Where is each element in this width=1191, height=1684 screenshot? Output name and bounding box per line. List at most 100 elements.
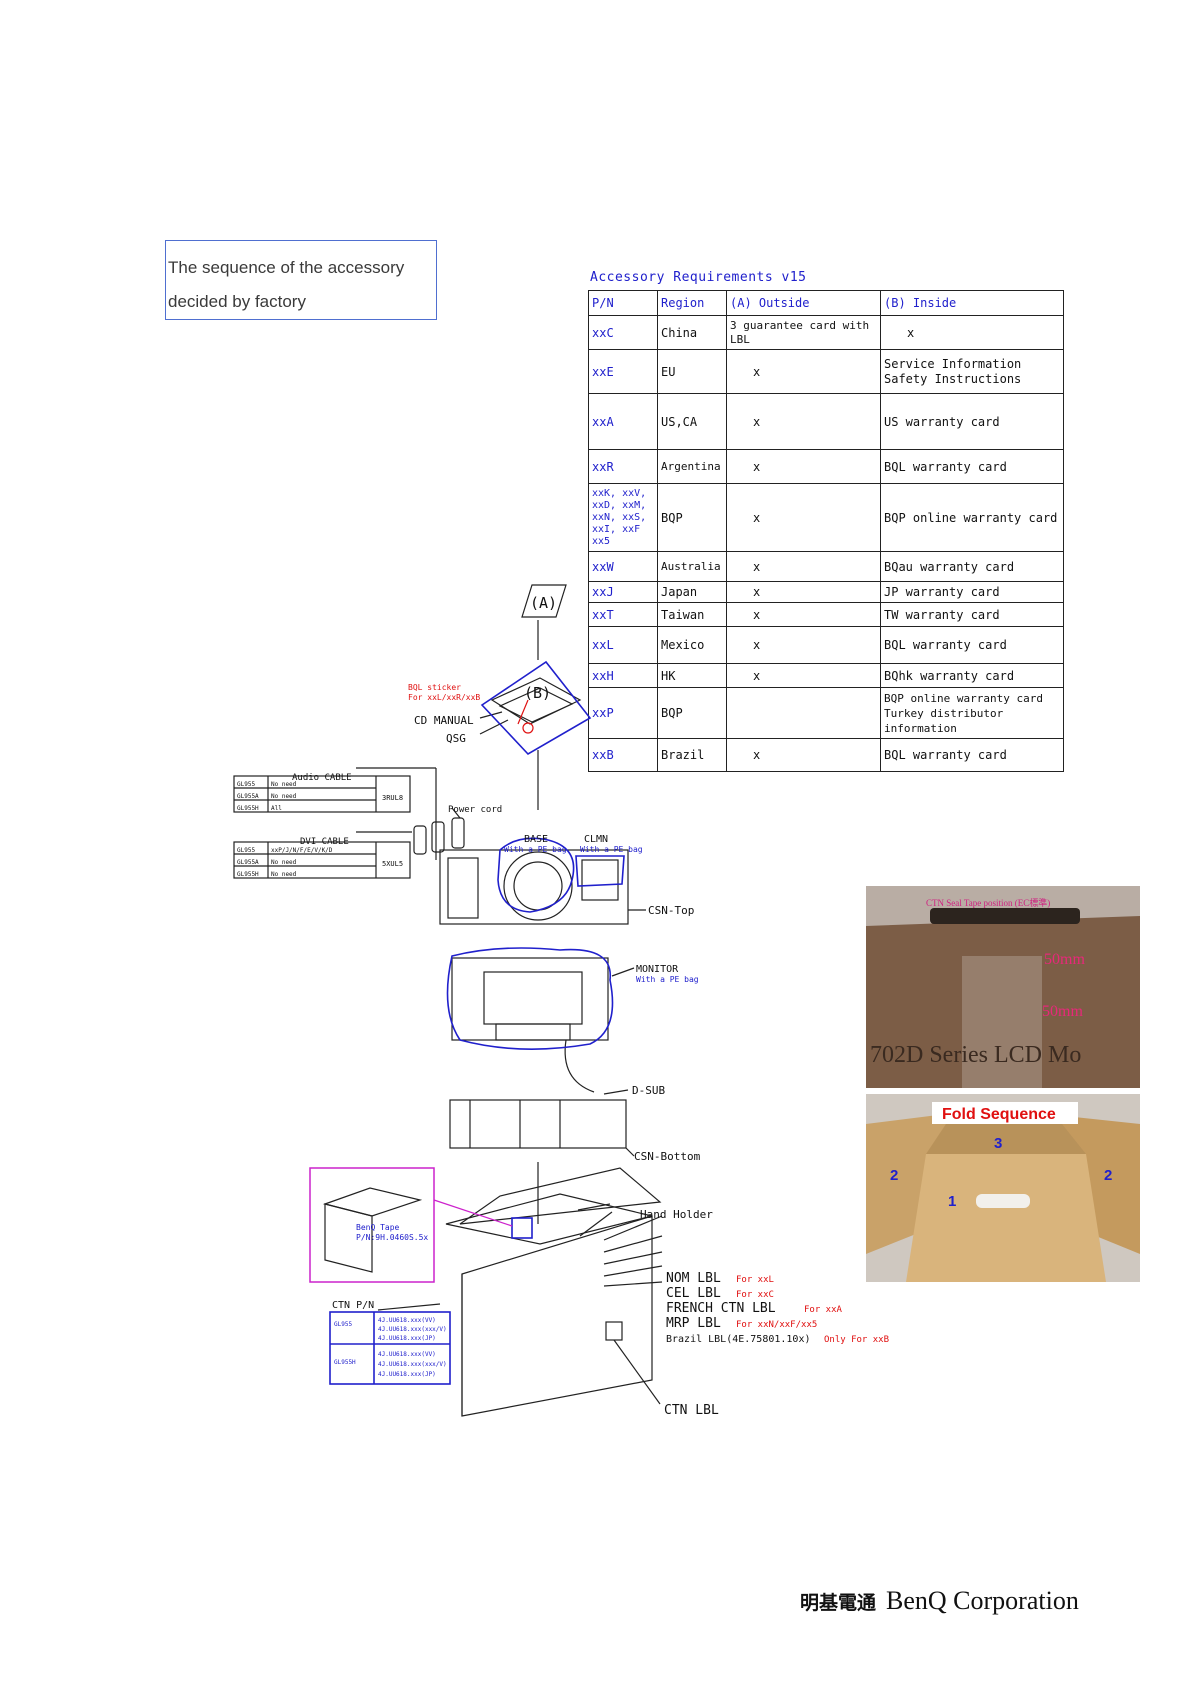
factory-sequence-note: The sequence of the accessory decided by… [165,240,437,320]
pn-cell: xxP [588,687,658,739]
dsub-label: D-SUB [632,1084,665,1097]
audio-model: GL955 [237,781,255,788]
ctn-model: GL955 [334,1321,352,1328]
outside-cell [726,687,881,739]
cable-coil [431,821,445,853]
ctn-pn-label: CTN P/N [332,1300,374,1311]
french-lbl-note: For xxA [804,1305,843,1315]
bql-sticker-mark [522,722,534,734]
pn-cell: xxW [588,551,658,582]
fold-step-3: 3 [994,1135,1002,1152]
ctn-part: 4J.UU618.xxx(JP) [378,1371,436,1378]
footer-company-english: BenQ Corporation [886,1586,1079,1615]
dvi-value: xxP/J/N/F/E/V/K/D [271,847,333,854]
fold-step-2-left: 2 [890,1167,898,1184]
monitor-outline [446,947,614,1050]
ctn-part: 4J.UU618.xxx(JP) [378,1335,436,1342]
header-outside: (A) Outside [726,290,881,316]
power-cord-label: Power cord [448,805,502,815]
nom-lbl: NOM LBL [666,1271,721,1286]
tape-outline [511,1217,533,1239]
dvi-model: GL955A [237,859,259,866]
bql-sticker-for: For xxL/xxR/xxB [408,693,480,702]
dvi-part-no: 5XUL5 [382,860,403,868]
table-row: xxK, xxV, xxD, xxM, xxN, xxS, xxI, xxF x… [588,483,1064,552]
fold-step-1: 1 [948,1193,956,1210]
pn-cell: xxH [588,663,658,688]
pn-cell: xxK, xxV, xxD, xxM, xxN, xxS, xxI, xxF x… [588,483,658,552]
clmn-sub-label: With a PE bag [580,845,643,854]
ctn-part: 4J.UU618.xxx(VV) [378,1351,436,1358]
outside-cell: x [726,663,881,688]
ctn-lbl-label: CTN LBL [664,1403,719,1418]
audio-cable-label: Audio CABLE [292,773,352,783]
header-region: Region [657,290,727,316]
mrp-lbl: MRP LBL [666,1316,721,1331]
seal-tape-caption: CTN Seal Tape position (EC標準) [926,897,1050,908]
audio-table-frame [233,775,411,813]
cel-lbl-note: For xxC [736,1290,774,1300]
dvi-cable-label: DVI CABLE [300,837,349,847]
csn-top-foam [439,849,629,925]
region-cell: BQP [657,687,727,739]
pn-cell: xxE [588,349,658,394]
brazil-lbl: Brazil LBL(4E.75801.10x) [666,1334,811,1345]
pn-cell: xxA [588,393,658,450]
handle-slot [930,908,1080,924]
label-b: (B) [524,684,551,702]
table-title: Accessory Requirements v15 [590,270,807,285]
audio-value: No need [271,793,297,800]
pn-cell: xxB [588,738,658,772]
audio-value: No need [271,781,297,788]
audio-value: All [271,805,282,812]
clmn-label: CLMN [584,834,608,845]
header-pn: P/N [588,290,658,316]
audio-part-no: 3RUL8 [382,794,403,802]
inside-cell: BQP online warranty card [880,483,1064,552]
hand-holder-label: Hand Holder [640,1208,713,1221]
outside-cell: 3 guarantee card with LBL [726,315,881,350]
inside-cell: BQau warranty card [880,551,1064,582]
clmn-shape [581,859,619,901]
note-line-1: The sequence of the accessory [168,258,405,277]
seal-tape [962,956,1042,1088]
cd-manual-label: CD MANUAL [414,714,474,727]
inside-cell: US warranty card [880,393,1064,450]
inside-cell: BQP online warranty card Turkey distribu… [880,687,1064,739]
table-row: xxB Brazil x BQL warranty card [588,738,1064,772]
bql-sticker-label: BQL sticker [408,683,461,692]
region-cell: Brazil [657,738,727,772]
region-cell: BQP [657,483,727,552]
footer-brand: 明基電通 BenQ Corporation [800,1586,1079,1616]
benq-tape-pn: P/N:9H.0460S.5x [356,1233,428,1242]
ctn-part: 4J.UU618.xxx(VV) [378,1317,436,1324]
footer-company-chinese: 明基電通 [800,1592,877,1614]
outside-cell: x [726,449,881,484]
audio-model: GL955H [237,805,259,812]
base-shape [503,851,573,921]
qsg-label: QSG [446,732,466,745]
outside-cell: x [726,349,881,394]
cable-coil [413,825,427,855]
base-sub-label: With a PE bag [504,845,567,854]
inside-cell: TW warranty card [880,602,1064,627]
outside-cell: x [726,738,881,772]
clmn-outline [575,855,625,887]
table-row: xxP BQP BQP online warranty card Turkey … [588,687,1064,739]
note-line-2: decided by factory [168,292,306,311]
outside-cell: x [726,602,881,627]
fold-sequence-photo: Fold Sequence 3 2 2 1 [866,1094,1140,1282]
monitor-sub-label: With a PE bag [636,975,699,984]
monitor-label: MONITOR [636,964,679,975]
table-row: xxL Mexico x BQL warranty card [588,626,1064,664]
region-cell: Japan [657,581,727,603]
base-outline [497,837,575,913]
label-a: (A) [530,594,557,612]
region-cell: Australia [657,551,727,582]
accessory-b-outline [480,660,592,756]
monitor-shape [451,957,609,1041]
cel-lbl: CEL LBL [666,1286,721,1301]
fold-sequence-title: Fold Sequence [942,1106,1056,1123]
table-row: xxT Taiwan x TW warranty card [588,602,1064,627]
